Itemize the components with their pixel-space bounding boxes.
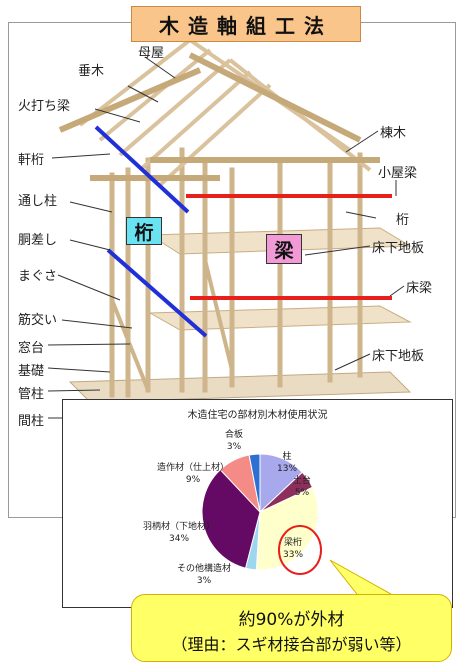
label-magusa: まぐさ (18, 269, 58, 284)
callout-line1: 約90%が外材 (238, 610, 345, 630)
callout-line2: （理由：スギ材接合部が弱い等） (171, 635, 412, 654)
keta-highlight-upper (94, 125, 190, 214)
label-dousashi: 胴差し (18, 233, 58, 248)
label-yukashita-lower: 床下地板 (372, 349, 425, 364)
pie-slice-6 (248, 453, 261, 513)
label-keta: 桁 (396, 213, 410, 228)
pie-label-zousakuzai: 造作材（仕上材）9% (157, 463, 230, 485)
label-yukabari: 床梁 (406, 281, 433, 296)
label-kudabashira: 管柱 (18, 387, 45, 402)
label-mabashira: 間柱 (18, 414, 45, 429)
label-yukashita-upper: 床下地板 (372, 241, 425, 256)
page-title: 木造軸組工法 (131, 6, 361, 42)
keta-highlight-lower (106, 248, 208, 338)
label-sujikai: 筋交い (18, 313, 58, 328)
hari-tag: 梁 (266, 234, 302, 264)
callout-box: 約90%が外材 （理由：スギ材接合部が弱い等） (131, 594, 452, 662)
label-toshibashira: 通し柱 (18, 194, 58, 209)
pie-slice-4 (201, 469, 261, 569)
chart-title: 木造住宅の部材別木材使用状況 (187, 410, 328, 421)
label-madodai: 窓台 (18, 341, 45, 356)
label-taruki: 垂木 (78, 64, 105, 79)
label-nokigeta: 軒桁 (18, 153, 45, 168)
label-moya: 母屋 (138, 46, 165, 61)
pie-label-hagarazai: 羽柄材（下地材）34% (143, 522, 216, 544)
label-kiso: 基礎 (18, 364, 45, 379)
label-koyabari: 小屋梁 (378, 166, 418, 181)
pie-chart (201, 453, 319, 571)
keta-tag: 桁 (126, 217, 162, 245)
label-hiuchibari: 火打ち梁 (18, 99, 71, 114)
label-munagi: 棟木 (380, 126, 407, 141)
